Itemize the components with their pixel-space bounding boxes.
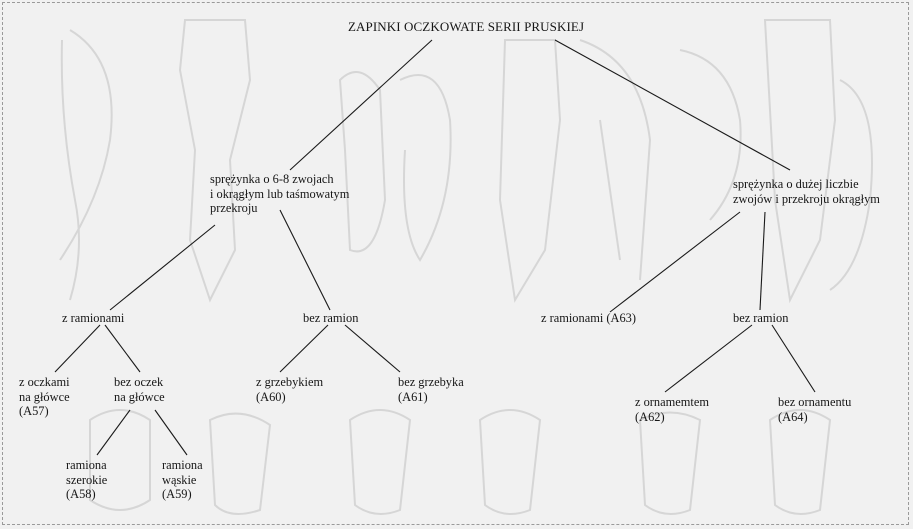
node-without-comb: bez grzebyka (A61) [398,375,464,404]
node-spring-large: sprężynka o dużej liczbie zwojów i przek… [733,177,880,206]
sketch-fibula-7 [679,49,742,221]
edge-small-witharmsless [279,209,331,311]
edge-noarms-comb [279,324,329,373]
edge-noeyes-wide [96,409,131,456]
edge-right-noornament [771,324,816,393]
sketch-fibula-3 [338,71,387,253]
node-with-arms-a63: z ramionami (A63) [541,311,636,325]
sketch-fibula-8 [763,19,837,304]
node-narrow-arms: ramiona wąskie (A59) [162,458,203,501]
sketch-fibula-1 [59,29,113,301]
edge-small-witharms [109,224,216,311]
sketch-fibula-14 [638,411,702,515]
sketch-fibula-2 [178,19,252,303]
sketch-fibula-13 [478,409,542,515]
node-spring-small: sprężynka o 6-8 zwojach i okrągłym lub t… [210,172,350,215]
node-without-arms: bez ramion [303,311,359,325]
edge-title-large [554,39,791,171]
sketch-fibula-12 [348,409,412,515]
node-without-arms-right: bez ramion [733,311,789,325]
edge-noeyes-narrow [154,409,188,456]
sketch-fibula-4 [399,74,452,262]
node-wide-arms: ramiona szerokie (A58) [66,458,108,501]
sketch-fibula-10 [89,409,151,511]
sketch-fibula-6 [579,39,652,281]
node-no-eyes-on-head: bez oczek na główce [114,375,165,404]
node-with-comb: z grzebykiem (A60) [256,375,324,404]
node-with-arms: z ramionami [62,311,125,325]
edge-witharms-noeyes [104,324,141,373]
edge-title-small [289,39,433,171]
node-with-ornament: z ornamemtem (A62) [635,395,709,424]
node-eyes-on-head: z oczkami na główce (A57) [19,375,70,418]
sketch-fibula-11 [208,412,272,515]
edge-right-ornament [664,324,753,393]
sketch-fibula-9 [829,79,873,291]
diagram-title: ZAPINKI OCZKOWATE SERII PRUSKIEJ [348,19,585,34]
edge-witharms-eyes [54,324,101,373]
edge-noarms-nocomb [344,324,401,373]
sketch-fibula-15 [768,409,832,515]
edge-large-a63 [609,211,741,313]
node-without-ornament: bez ornamentu (A64) [778,395,852,424]
edge-large-noarms [759,211,766,311]
